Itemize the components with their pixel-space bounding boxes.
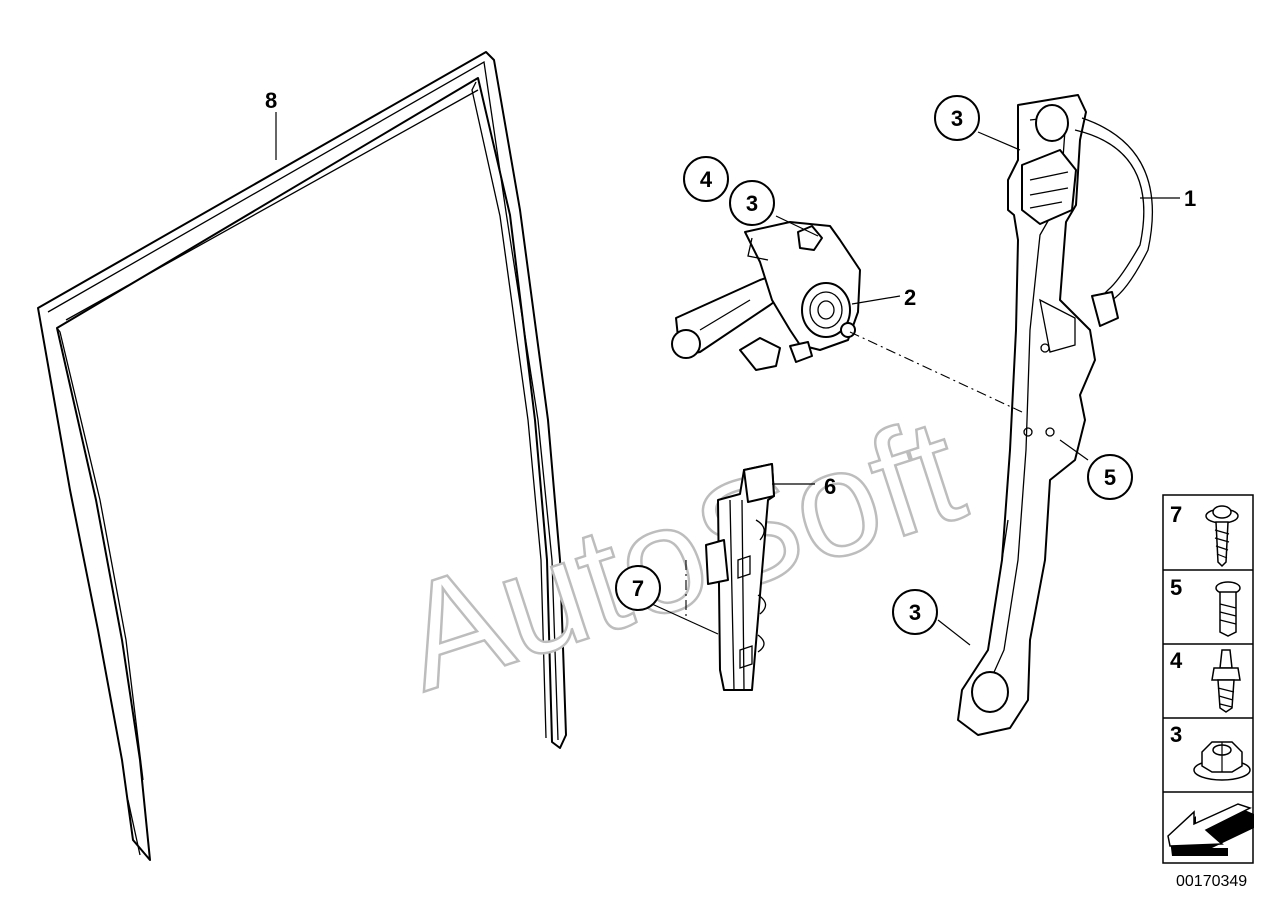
legend-label-3: 3 xyxy=(1170,722,1182,747)
window-motor-part-2 xyxy=(671,221,861,371)
leader-lines xyxy=(275,112,1180,646)
callout-3-regulator-top-label: 3 xyxy=(951,106,963,131)
callout-3-regulator-bottom: 3 xyxy=(892,589,938,635)
callout-8: 8 xyxy=(265,88,277,113)
callout-3-regulator-bottom-label: 3 xyxy=(909,600,921,625)
callout-1-label: 1 xyxy=(1184,186,1196,211)
callout-4-label: 4 xyxy=(700,167,713,192)
callout-5: 5 xyxy=(1087,454,1133,500)
guide-rail-part-6 xyxy=(705,463,775,691)
callout-6-label: 6 xyxy=(824,474,836,499)
callout-3-motor-label: 3 xyxy=(746,191,758,216)
legend-label-7: 7 xyxy=(1170,502,1182,527)
window-guide-rail-part-8 xyxy=(37,51,567,861)
callout-5-label: 5 xyxy=(1104,465,1116,490)
fastener-legend: 7 5 4 3 xyxy=(1162,494,1254,864)
callout-4: 4 xyxy=(683,156,729,202)
callout-7: 7 xyxy=(615,565,661,611)
callout-2-label: 2 xyxy=(904,285,916,310)
screw-with-washer-icon xyxy=(1205,505,1239,568)
callout-2: 2 xyxy=(904,285,916,310)
front-direction-arrow-icon xyxy=(1167,803,1254,856)
watermark-text: AutoSoft xyxy=(382,385,981,723)
callout-7-label: 7 xyxy=(632,576,644,601)
hex-flange-nut-icon xyxy=(1193,741,1251,781)
callout-3-motor: 3 xyxy=(729,180,775,226)
callout-6: 6 xyxy=(824,474,836,499)
callout-8-label: 8 xyxy=(265,88,277,113)
legend-label-4: 4 xyxy=(1170,648,1183,673)
drawing-number: 00170349 xyxy=(1176,873,1247,890)
torx-bolt-icon xyxy=(1215,581,1241,637)
callout-3-regulator-top: 3 xyxy=(934,95,980,141)
callout-1: 1 xyxy=(1184,186,1196,211)
legend-label-5: 5 xyxy=(1170,575,1182,600)
window-regulator-part-1 xyxy=(957,94,1154,736)
stud-bolt-icon xyxy=(1211,649,1241,713)
